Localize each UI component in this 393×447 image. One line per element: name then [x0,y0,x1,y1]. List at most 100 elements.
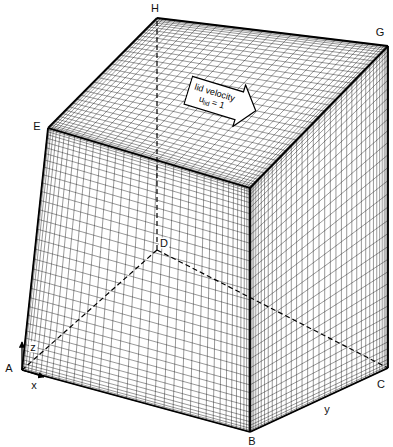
grid-line [156,19,387,47]
grid-line [48,18,157,128]
corner-label: A [4,363,13,374]
grid-line [35,249,250,310]
corner-label: B [247,436,256,447]
grid-line [213,178,217,422]
grid-line [132,43,356,78]
grid-line [150,25,379,55]
grid-line [238,44,374,184]
axis-arrow [21,342,22,370]
grid-line [361,73,362,380]
grid-line [250,89,388,221]
grid-line [247,46,385,188]
grid-line [164,165,174,408]
grid-line [48,130,250,190]
grid-line [250,47,388,189]
cube-edge [387,46,389,368]
cube-edge [48,18,157,128]
grid-line [145,160,157,403]
grid-line [152,23,382,52]
grid-line [204,40,335,175]
lid-arrow: lid velocityulid= 1 [181,68,263,132]
grid-line [43,175,250,235]
grid-line [182,170,190,413]
grid-line [240,185,241,429]
cube-outline [22,18,388,432]
grid-line [38,219,250,280]
hidden-edges [22,18,388,370]
grid-line [231,183,233,427]
grid-line [250,130,388,252]
arrow-outline [182,69,262,131]
grid-line [182,37,310,168]
grid-line [385,48,386,369]
grid-line [250,155,388,271]
cube-edge [249,188,251,432]
grid-line [245,45,382,186]
grid-line [387,46,388,368]
grid-line [243,186,245,430]
grid-line [236,184,238,428]
grid-line [45,160,250,220]
grid-line [48,18,157,128]
grid-line [250,207,388,310]
grid-line [157,33,282,160]
grid-line [376,58,377,374]
grid-line [206,176,211,420]
hidden-edge [22,250,157,370]
grid-line [250,119,388,243]
grid-line [351,83,352,385]
grid-line [155,20,386,48]
grid-line [190,38,319,170]
grid-line [48,132,250,192]
grid-line [149,32,273,158]
grid-line [190,172,197,415]
grid-line [250,167,388,280]
grid-line [246,187,247,431]
cube-edge [48,128,250,188]
grid-line [98,78,313,123]
grid-line [234,44,370,183]
corner-label: H [150,3,160,14]
grid-line [197,39,327,173]
grid-line [166,34,292,163]
grid-line [250,188,251,432]
axis-label: y [323,404,331,415]
grid-line [379,55,380,372]
grid-line [373,61,374,375]
grid-line [41,191,250,252]
grid-line [250,46,388,188]
grid-line [250,60,388,199]
grid-line [250,48,388,189]
grid-line [250,46,388,188]
grid-line [157,18,388,46]
grid-line [250,72,388,208]
grid-line [335,100,336,393]
grid-line [40,200,250,261]
hidden-edge [156,18,157,250]
velocity-subscript: lid [202,99,210,108]
grid-line [136,39,361,73]
cube-edge [22,128,48,370]
grid-line [387,47,388,368]
cube-edge [157,18,388,46]
grid-line [241,45,378,186]
grid-line [46,143,250,203]
grid-line [22,370,250,432]
grid-line [198,174,204,418]
grid-line [369,65,370,377]
grid-line [250,188,251,432]
grid-line [22,370,250,432]
axis-label: z [29,342,37,353]
grid-line [128,47,351,83]
cube-edge [250,368,388,432]
grid-line [154,21,384,50]
grid-line [346,88,347,387]
grid-line [382,52,383,371]
grid-line [157,18,388,46]
grid-line [384,50,385,370]
grid-line [45,154,250,214]
grid-line [388,46,389,368]
grid-line [250,194,388,300]
axis-triad [22,342,44,377]
